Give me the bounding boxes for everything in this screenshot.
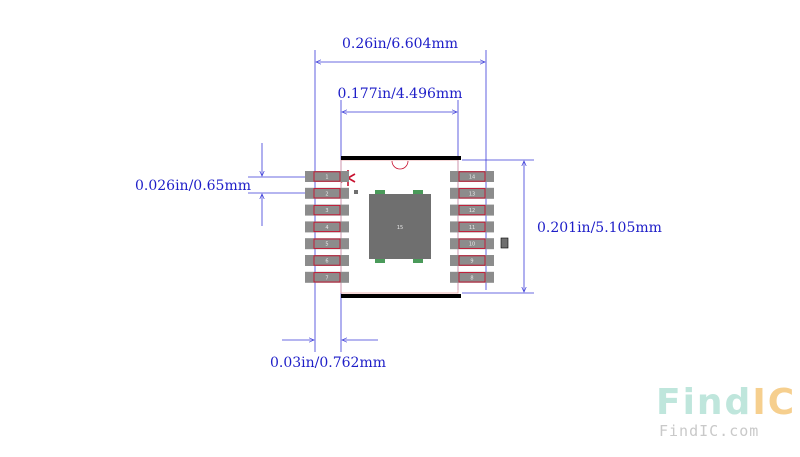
pad-left-3 [305, 204, 349, 216]
pad-label-right-12: 12 [469, 208, 475, 214]
dim-pad-width: 0.03in/0.762mm [270, 290, 386, 371]
pad-label-left-2: 2 [325, 191, 328, 197]
pad-label-left-6: 6 [325, 259, 328, 265]
dim-body-width-label: 0.177in/4.496mm [338, 86, 463, 102]
pad-label-left-7: 7 [325, 275, 328, 281]
pad-right-9 [450, 255, 494, 266]
pad-outline-right-8 [458, 272, 486, 283]
pad-outline-right-10 [458, 238, 486, 249]
dim-pin-pitch-label: 0.026in/0.65mm [135, 178, 251, 194]
dim-overall-width: 0.26in/6.604mm [314, 36, 487, 290]
pin1-notch [391, 160, 409, 170]
pad-right-12 [450, 204, 494, 216]
pad-outline-left-2 [313, 188, 341, 199]
pad-label-left-5: 5 [325, 242, 328, 248]
findic-watermark: FindIC FindIC.com [656, 382, 796, 440]
pad-label-right-14: 14 [469, 175, 475, 181]
pad-label-right-8: 8 [470, 275, 473, 281]
pad-outline-right-9 [458, 255, 486, 266]
pad-label-right-9: 9 [470, 259, 473, 265]
pad-outline-left-1 [313, 171, 341, 182]
pad-outline-right-14 [458, 171, 486, 182]
pad-outline-right-11 [458, 221, 486, 233]
dim-body-width: 0.177in/4.496mm [338, 86, 463, 290]
watermark-logo: FindIC [656, 382, 796, 423]
dim-pad-width-label: 0.03in/0.762mm [270, 355, 386, 371]
pad-outline-left-3 [313, 204, 341, 216]
pad-right-8 [450, 271, 494, 283]
pad-outline-left-6 [313, 255, 341, 266]
pad-left-6 [305, 255, 349, 266]
dim-body-length: 0.201in/5.105mm [462, 159, 662, 294]
pad-right-14 [450, 171, 494, 182]
pad-left-4 [305, 221, 349, 233]
pad-label-left-4: 4 [325, 225, 328, 231]
dim-overall-width-label: 0.26in/6.604mm [342, 36, 458, 52]
pad-left-7 [305, 271, 349, 283]
pad-outline-right-13 [458, 188, 486, 199]
watermark-url: FindIC.com [659, 422, 759, 440]
pad-label-right-13: 13 [469, 191, 475, 197]
pad-left-2 [305, 187, 349, 199]
pad-label-right-11: 11 [469, 225, 475, 231]
pad-outline-left-5 [313, 238, 341, 249]
pad-right-10 [450, 238, 494, 250]
pad-row-left: 1 2 3 4 5 6 7 [305, 171, 349, 283]
pad-outline-left-7 [313, 272, 341, 283]
package-outline [340, 156, 461, 298]
pad-label-right-10: 10 [469, 242, 475, 248]
pad-left-5 [305, 238, 349, 250]
exposed-pad-label: 15 [397, 225, 403, 231]
pad-label-left-1: 1 [325, 175, 328, 181]
pad-right-13 [450, 187, 494, 199]
pad-right-11 [450, 221, 494, 233]
pad-label-left-3: 3 [325, 208, 328, 214]
pad-outline-right-12 [458, 204, 486, 216]
pad-outline-left-4 [313, 221, 341, 233]
fiducial-mark [500, 237, 509, 249]
pad-left-1 [305, 171, 349, 182]
dim-body-length-label: 0.201in/5.105mm [537, 220, 662, 236]
pad-row-right: 14 13 12 11 10 9 8 [450, 171, 494, 283]
exposed-pad: 15 [354, 190, 431, 263]
